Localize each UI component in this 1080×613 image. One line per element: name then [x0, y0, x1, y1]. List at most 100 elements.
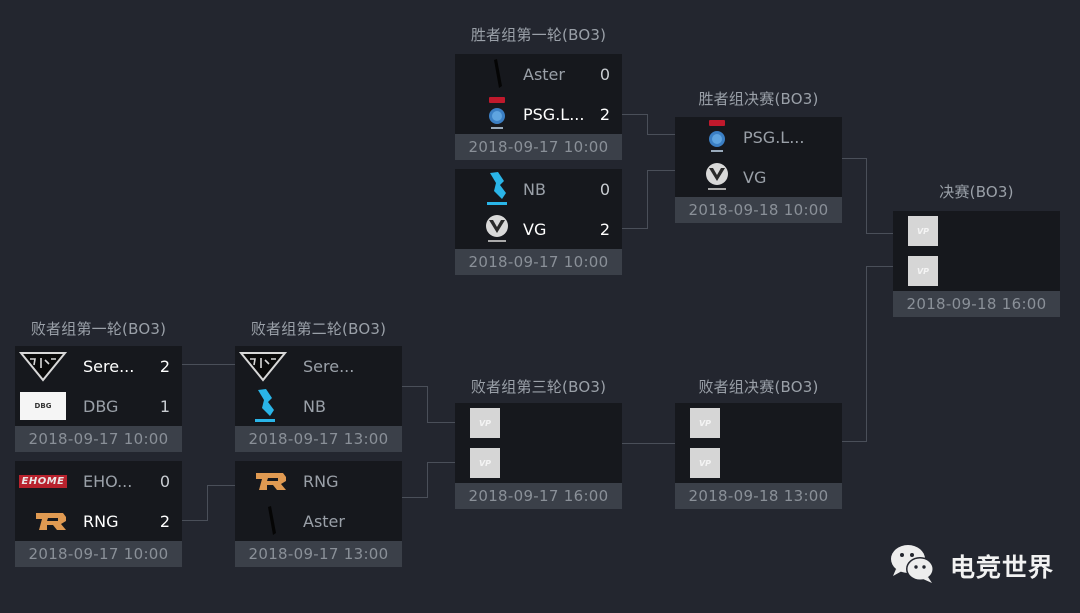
team-score: 0: [599, 179, 610, 199]
team-row[interactable]: RNG: [235, 461, 402, 501]
match-card-lower-r2-2[interactable]: RNG Aster 2018-09-17 13:00: [235, 461, 402, 567]
team-row[interactable]: Aster: [235, 501, 402, 541]
match-date: 2018-09-17 16:00: [455, 483, 622, 509]
connector-line: [207, 485, 235, 486]
team-name: NB: [523, 179, 546, 199]
round-title-grand-final: 决赛(BO3): [939, 183, 1014, 201]
team-row[interactable]: Aster 0: [455, 54, 622, 94]
match-card-upper-r1-2[interactable]: NB 0 VG 2 2018-09-17 10:00: [455, 169, 622, 275]
team-name: VG: [523, 219, 547, 239]
psg-lgd-logo-icon: [689, 119, 745, 155]
connector-line: [866, 266, 893, 267]
team-name: VG: [743, 167, 767, 187]
team-row[interactable]: NB: [235, 386, 402, 426]
match-card-upper-r1-1[interactable]: Aster 0 PSG.L... 2 2018-09-17 10:00: [455, 54, 622, 160]
connector-line: [207, 485, 208, 521]
match-date: 2018-09-18 10:00: [675, 197, 842, 223]
team-row[interactable]: PSG.L...: [675, 117, 842, 157]
connector-line: [427, 462, 455, 463]
team-name: Sere...: [303, 356, 355, 376]
aster-logo-icon: [243, 503, 299, 539]
connector-line: [647, 134, 675, 135]
match-card-lower-r1-2[interactable]: EHOME EHO... 0 RNG 2 2018-09-17 10:00: [15, 461, 182, 567]
team-name: NB: [303, 396, 326, 416]
team-row[interactable]: DBG DBG 1: [15, 386, 182, 426]
eho-logo-icon: EHOME: [15, 463, 71, 499]
team-row[interactable]: PSG.L... 2: [455, 94, 622, 134]
connector-line: [427, 462, 428, 498]
match-date: 2018-09-18 13:00: [675, 483, 842, 509]
team-row[interactable]: Sere...: [235, 346, 402, 386]
team-row[interactable]: VP: [893, 211, 1060, 251]
vici-gaming-logo-icon: [689, 159, 745, 195]
connector-line: [620, 443, 675, 444]
team-row[interactable]: RNG 2: [15, 501, 182, 541]
team-name: Sere...: [83, 356, 135, 376]
wechat-icon: [888, 542, 938, 590]
team-score: 2: [599, 219, 610, 239]
tbd-logo-icon: VP: [457, 445, 513, 481]
tbd-logo-icon: VP: [677, 405, 733, 441]
team-row[interactable]: NB 0: [455, 169, 622, 209]
watermark-text: 电竞世界: [950, 553, 1055, 582]
match-date: 2018-09-17 13:00: [235, 541, 402, 567]
connector-line: [647, 170, 675, 171]
connector-line: [620, 228, 648, 229]
match-card-grand-final[interactable]: VP VP 2018-09-18 16:00: [893, 211, 1060, 317]
connector-line: [180, 520, 208, 521]
team-score: 0: [599, 64, 610, 84]
serenity-logo-icon: [15, 348, 71, 384]
team-row[interactable]: VP: [675, 403, 842, 443]
team-row[interactable]: VP: [455, 443, 622, 483]
tbd-logo-icon: VP: [457, 405, 513, 441]
team-row[interactable]: VP: [455, 403, 622, 443]
team-name: RNG: [83, 511, 119, 531]
team-score: 2: [159, 356, 170, 376]
connector-line: [840, 441, 867, 442]
match-card-lower-r3[interactable]: VP VP 2018-09-17 16:00: [455, 403, 622, 509]
round-title-lower-final: 败者组决赛(BO3): [698, 378, 819, 396]
team-row[interactable]: Sere... 2: [15, 346, 182, 386]
team-name: PSG.L...: [743, 127, 805, 147]
connector-line: [866, 158, 867, 234]
tbd-logo-icon: VP: [895, 213, 951, 249]
team-row[interactable]: VG: [675, 157, 842, 197]
team-row[interactable]: VG 2: [455, 209, 622, 249]
psg-lgd-logo-icon: [469, 96, 525, 132]
connector-line: [620, 114, 648, 115]
match-card-upper-final[interactable]: PSG.L... VG 2018-09-18 10:00: [675, 117, 842, 223]
connector-line: [427, 386, 428, 423]
match-date: 2018-09-18 16:00: [893, 291, 1060, 317]
connector-line: [427, 422, 455, 423]
rng-logo-icon: [23, 503, 79, 539]
match-date: 2018-09-17 10:00: [455, 249, 622, 275]
connector-line: [840, 158, 867, 159]
tbd-logo-icon: VP: [895, 253, 951, 289]
connector-line: [180, 364, 235, 365]
round-title-lower-r3: 败者组第三轮(BO3): [470, 378, 607, 396]
dbg-logo-icon: DBG: [15, 388, 71, 424]
connector-line: [866, 233, 893, 234]
team-name: PSG.L...: [523, 104, 585, 124]
team-name: RNG: [303, 471, 339, 491]
team-row[interactable]: EHOME EHO... 0: [15, 461, 182, 501]
match-date: 2018-09-17 10:00: [455, 134, 622, 160]
team-score: 2: [599, 104, 610, 124]
watermark: 电竞世界: [888, 542, 1054, 590]
connector-line: [400, 386, 428, 387]
team-row[interactable]: VP: [893, 251, 1060, 291]
match-date: 2018-09-17 10:00: [15, 541, 182, 567]
match-card-lower-r1-1[interactable]: Sere... 2 DBG DBG 1 2018-09-17 10:00: [15, 346, 182, 452]
eho-logo-text: EHOME: [18, 474, 68, 488]
connector-line: [647, 114, 648, 135]
match-card-lower-final[interactable]: VP VP 2018-09-18 13:00: [675, 403, 842, 509]
team-row[interactable]: VP: [675, 443, 842, 483]
newbee-logo-icon: [237, 388, 293, 424]
dbg-logo-box: DBG: [20, 392, 66, 420]
match-date: 2018-09-17 10:00: [15, 426, 182, 452]
connector-line: [647, 170, 648, 229]
connector-line: [866, 266, 867, 442]
match-date: 2018-09-17 13:00: [235, 426, 402, 452]
match-card-lower-r2-1[interactable]: Sere... NB 2018-09-17 13:00: [235, 346, 402, 452]
team-score: 0: [159, 471, 170, 491]
